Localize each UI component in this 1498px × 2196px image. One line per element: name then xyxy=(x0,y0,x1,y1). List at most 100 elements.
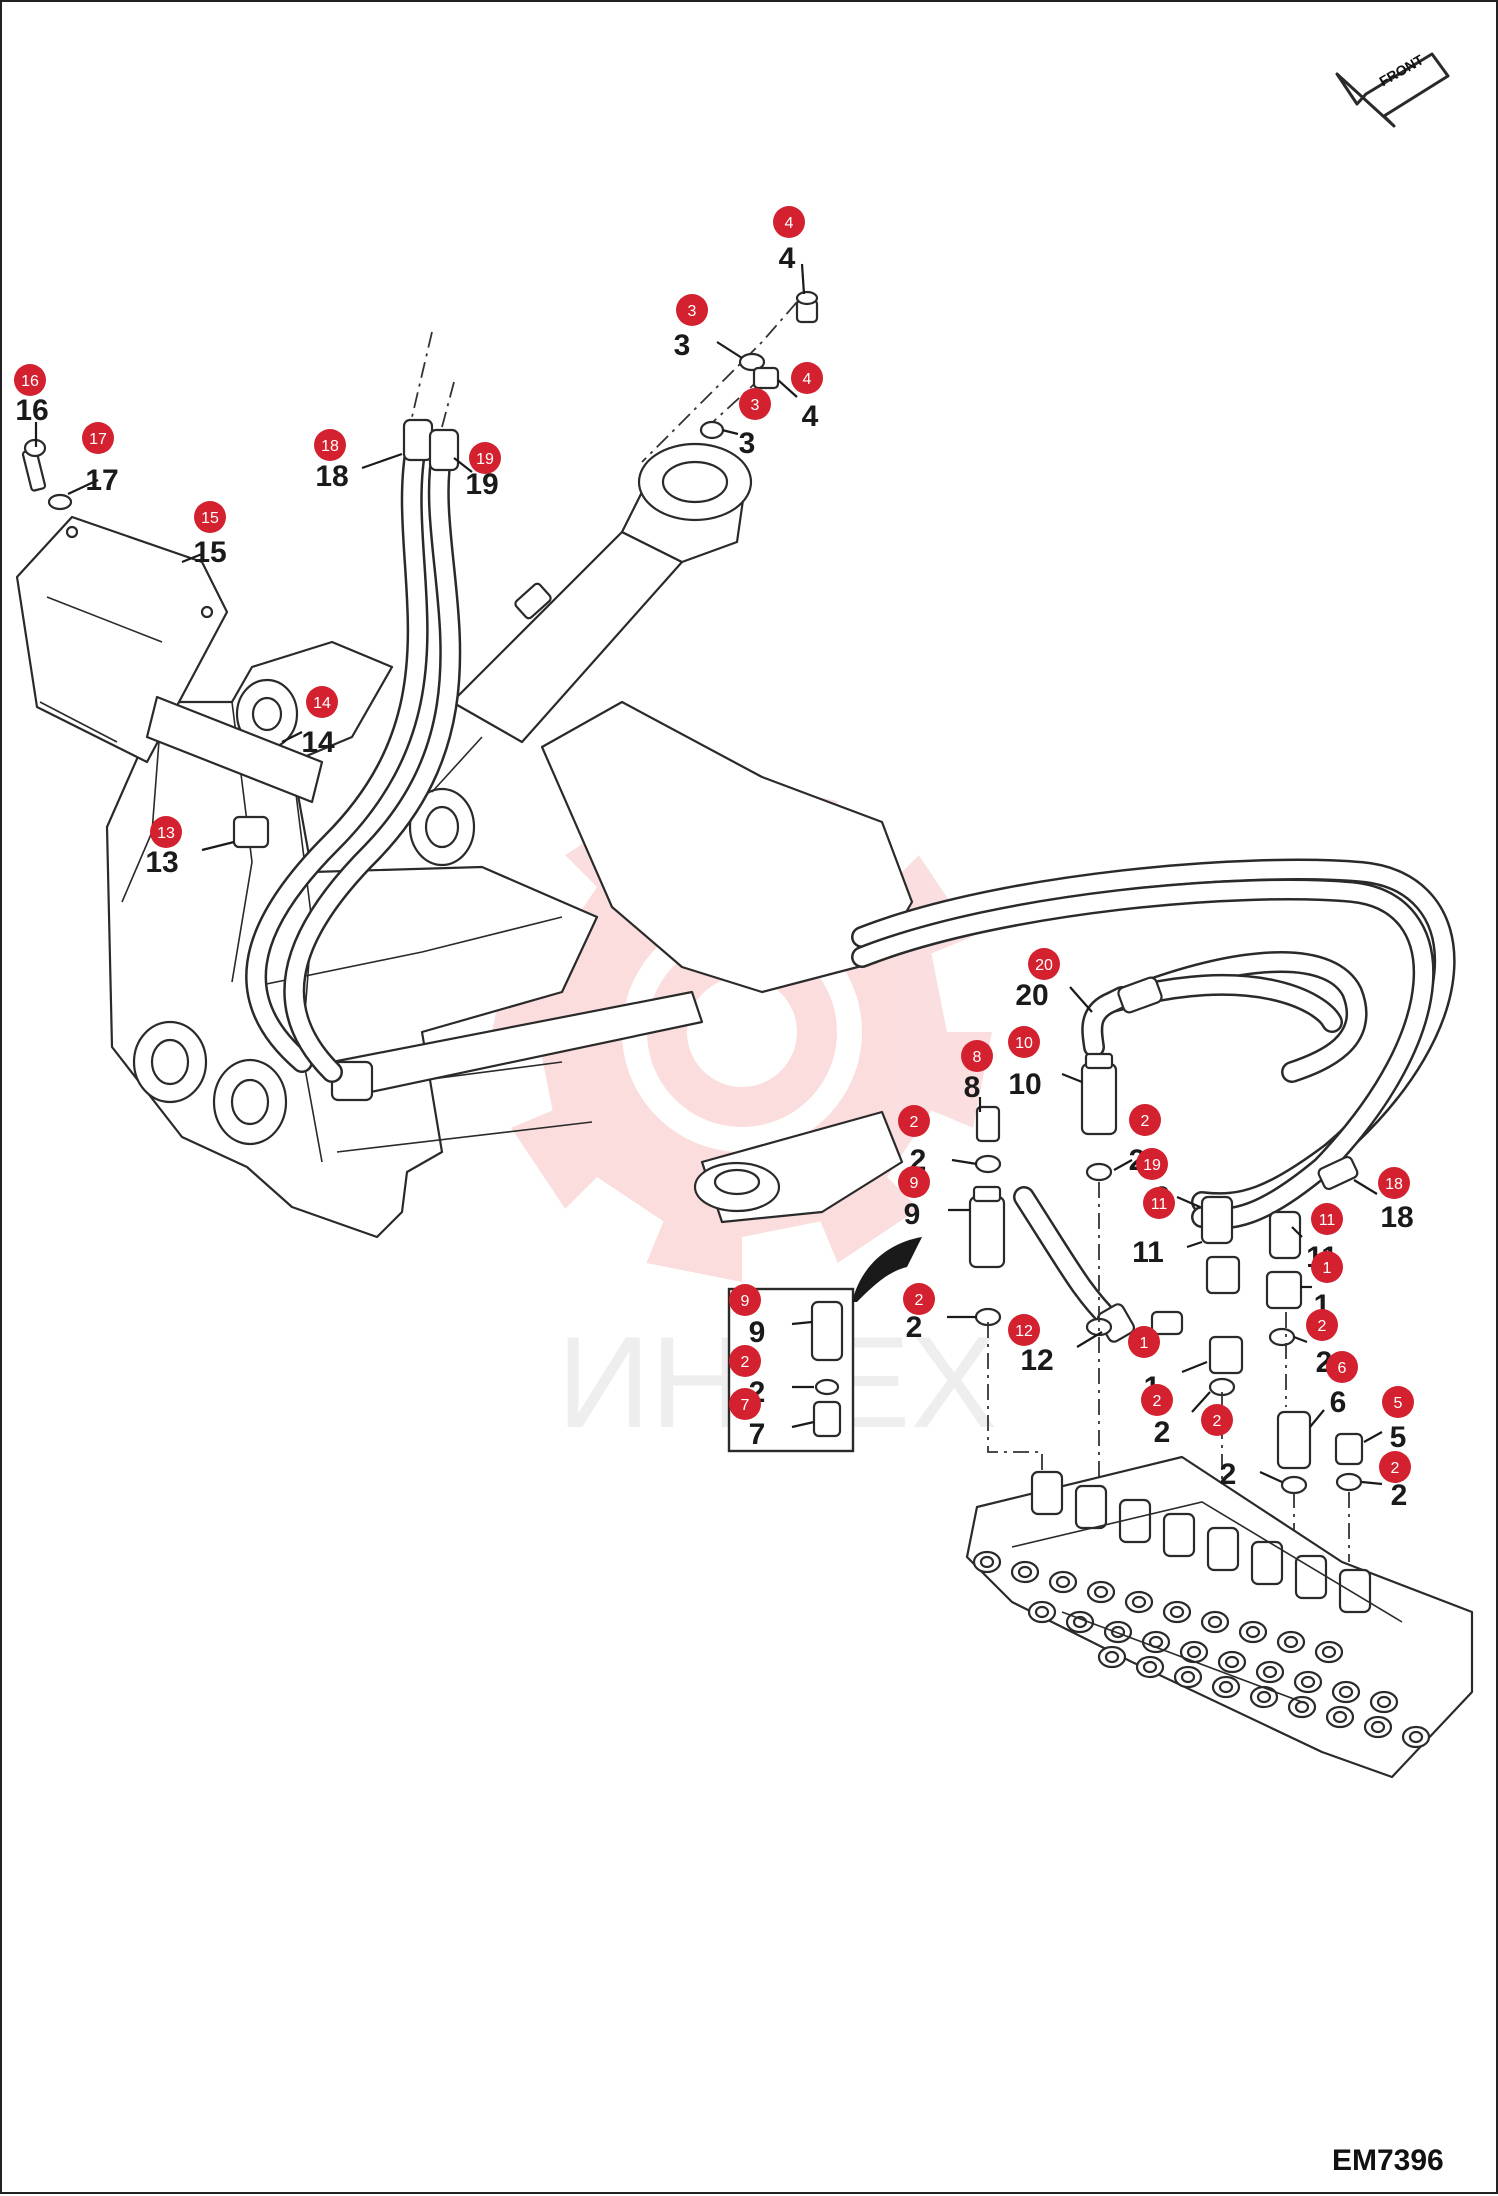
badge-icon xyxy=(1311,1251,1343,1283)
part-number-label: 4 xyxy=(779,242,796,275)
badge-number: 2 xyxy=(741,1354,750,1371)
badge-number: 19 xyxy=(476,451,494,468)
badge-icon xyxy=(1306,1309,1338,1341)
badge-number: 11 xyxy=(1319,1212,1336,1229)
badge-icon xyxy=(1128,1326,1160,1358)
callout-c2c: 22 xyxy=(903,1283,935,1344)
valve-spools xyxy=(972,1470,1431,1749)
badge-number: 1 xyxy=(1140,1335,1149,1352)
swing-frame xyxy=(105,640,914,1239)
part-number-label: 2 xyxy=(1154,1416,1171,1449)
callout-c2g: 22 xyxy=(1379,1451,1411,1512)
callout-c3a: 33 xyxy=(674,294,708,362)
callout-c6: 66 xyxy=(1326,1351,1358,1419)
part-number-label: 17 xyxy=(85,464,118,497)
leader-line xyxy=(777,379,798,398)
badge-icon xyxy=(1379,1451,1411,1483)
badge-number: 10 xyxy=(1015,1035,1033,1052)
badge-number: 8 xyxy=(973,1049,982,1066)
cover-plate xyxy=(15,438,324,849)
badge-number: 14 xyxy=(313,695,331,712)
badge-icon xyxy=(676,294,708,326)
leader-line xyxy=(951,1158,978,1166)
part-number-label: 14 xyxy=(301,726,335,759)
badge-number: 1 xyxy=(1323,1260,1332,1277)
callout-c2f: 2 xyxy=(1201,1404,1233,1436)
badge-number: 3 xyxy=(688,303,697,320)
badge-number: 4 xyxy=(803,371,812,388)
leader-line xyxy=(1186,1240,1203,1249)
leader-line xyxy=(1113,1159,1133,1171)
part-number-label: 3 xyxy=(674,329,691,362)
part-number-label: 3 xyxy=(739,427,756,460)
part-number-label: 10 xyxy=(1008,1068,1041,1101)
callout-c4a: 44 xyxy=(773,206,805,275)
callout-c9b: 99 xyxy=(729,1284,765,1349)
part-number-label: 4 xyxy=(802,400,819,433)
badge-icon xyxy=(773,206,805,238)
part-number-label: 5 xyxy=(1390,1421,1407,1454)
badge-icon xyxy=(961,1040,993,1072)
part-number-label: 13 xyxy=(145,846,178,879)
leader-line xyxy=(791,1420,815,1429)
badge-number: 18 xyxy=(321,438,339,455)
boom-cylinder xyxy=(431,442,753,793)
leader-line xyxy=(1361,1480,1383,1486)
control-hoses xyxy=(851,858,1456,1343)
leader-line xyxy=(1259,1470,1283,1484)
leader-line xyxy=(800,263,806,295)
badge-icon xyxy=(1008,1314,1040,1346)
leader-lines xyxy=(34,263,1383,1486)
badge-number: 2 xyxy=(1153,1393,1162,1410)
badge-icon xyxy=(1311,1203,1343,1235)
leader-line xyxy=(1176,1195,1201,1209)
control-valve xyxy=(965,1455,1474,1779)
callout-c5: 55 xyxy=(1382,1386,1414,1454)
part-number-label: 18 xyxy=(1380,1201,1413,1234)
badge-number: 2 xyxy=(1318,1318,1327,1335)
badge-icon xyxy=(469,442,501,474)
badge-number: 3 xyxy=(751,397,760,414)
callout-c4b: 44 xyxy=(791,362,823,433)
badge-number: 5 xyxy=(1394,1395,1403,1412)
badge-number: 13 xyxy=(157,825,175,842)
badge-number: 11 xyxy=(1151,1196,1168,1213)
badge-icon xyxy=(1201,1404,1233,1436)
part-number-label: 2 xyxy=(906,1311,923,1344)
part-number-label: 15 xyxy=(193,536,226,569)
leader-line xyxy=(1293,1335,1308,1344)
badge-icon xyxy=(1028,948,1060,980)
badge-icon xyxy=(903,1283,935,1315)
leader-line xyxy=(201,840,235,852)
badge-number: 2 xyxy=(910,1114,919,1131)
callout-c9a: 99 xyxy=(898,1166,930,1231)
part-number-label: 6 xyxy=(1330,1386,1347,1419)
part-number-label: 9 xyxy=(749,1316,766,1349)
badge-number: 4 xyxy=(785,215,794,232)
callout-c2i: 22 xyxy=(729,1345,765,1409)
part-number-label: 20 xyxy=(1015,979,1048,1012)
callout-c2e: 22 xyxy=(1141,1384,1173,1449)
badge-icon xyxy=(1129,1104,1161,1136)
badge-icon xyxy=(1141,1384,1173,1416)
badge-number: 9 xyxy=(741,1293,750,1310)
leader-line xyxy=(1061,1072,1083,1084)
badge-number: 19 xyxy=(1143,1157,1161,1174)
callout-c7: 77 xyxy=(729,1388,765,1451)
part-number-label: 9 xyxy=(904,1198,921,1231)
badge-icon xyxy=(729,1345,761,1377)
leader-line xyxy=(67,479,99,495)
leader-line xyxy=(1076,1331,1103,1348)
badge-icon xyxy=(82,422,114,454)
leader-line xyxy=(1309,1409,1325,1428)
